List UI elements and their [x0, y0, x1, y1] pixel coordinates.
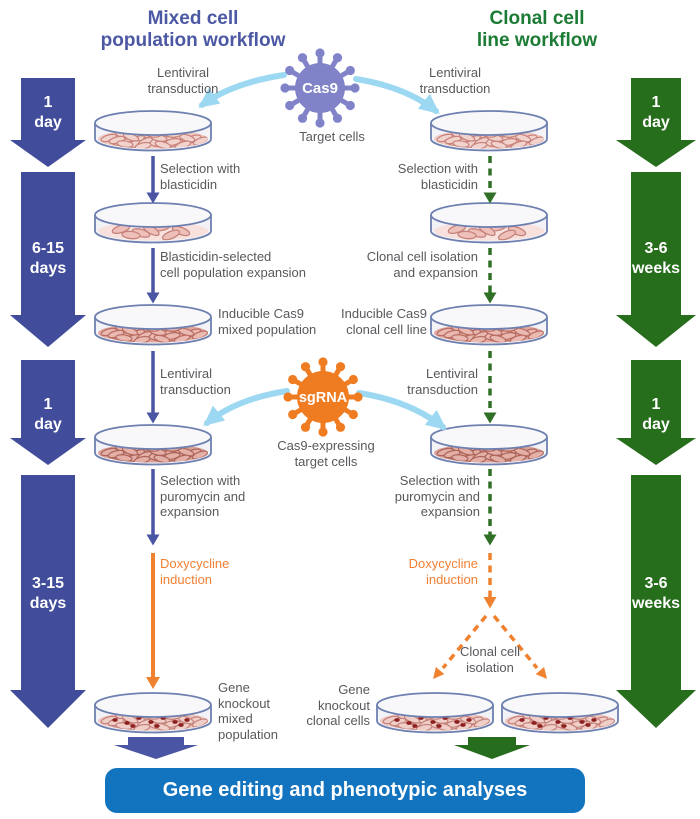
petri-dish-clonal-transduced — [431, 111, 547, 151]
to-banner-arrow-clonal — [454, 737, 530, 759]
doxycycline-arrow-mixed — [146, 553, 160, 689]
doxycycline-arrow-clonal — [483, 553, 497, 609]
cas9-to-mixed-arrow — [198, 72, 287, 108]
petri-dish-mixed-transduced — [95, 111, 211, 151]
petri-dish-mixed-inducible-cas9 — [95, 305, 211, 345]
mixed-knockout-label: Gene knockout mixed population — [218, 680, 278, 742]
timeline-arrow-mixed-2 — [10, 172, 86, 347]
duration-mixed-2: 6-15 days — [29, 240, 67, 277]
duration-clonal-4: 3-6 weeks — [631, 575, 681, 612]
timeline-arrow-clonal-2 — [616, 172, 696, 347]
duration-mixed-3: 1 day — [34, 396, 62, 433]
petri-dish-clonal-selected — [431, 203, 547, 243]
sgrna-to-clonal-arrow — [356, 390, 447, 430]
cas9-virus-label: Cas9 — [302, 80, 338, 97]
timeline-arrow-clonal-1 — [616, 78, 696, 167]
mixed-selection-puromycin-label: Selection with puromycin and expansion — [160, 473, 246, 520]
petri-dish-clonal-sgrna-transduced — [431, 425, 547, 465]
petri-dish-mixed-sgrna-transduced — [95, 425, 211, 465]
mixed-blasticidin-expansion-label: Blasticidin-selected cell population exp… — [160, 249, 306, 280]
clonal-isolation-expansion-label: Clonal cell isolation and expansion — [366, 249, 478, 280]
cas9-virus-icon — [280, 48, 360, 128]
petri-dish-clonal-knockout-1 — [377, 693, 493, 733]
cas9-expressing-caption: Cas9-expressing target cells — [277, 438, 375, 469]
timeline-arrow-mixed-3 — [10, 360, 86, 465]
mixed-lentiviral-1-label: Lentiviral transduction — [147, 65, 219, 96]
clonal-selection-blasticidin-label: Selection with blasticidin — [397, 161, 478, 192]
clonal-lentiviral-1-label: Lentiviral transduction — [419, 65, 491, 96]
timeline-arrow-mixed-4 — [10, 475, 86, 728]
petri-dish-clonal-inducible-cas9 — [431, 305, 547, 345]
mixed-lentiviral-2-label: Lentiviral transduction — [160, 366, 231, 397]
to-banner-arrow-mixed — [114, 737, 198, 759]
flow-arrows-clonal — [483, 156, 497, 546]
timeline-arrow-clonal-3 — [616, 360, 696, 465]
mixed-doxycycline-label: Doxycycline induction — [160, 556, 230, 587]
clonal-isolation-split-arrows — [433, 614, 547, 679]
target-cells-caption: Target cells — [299, 129, 365, 144]
gene-editing-banner: Gene editing and phenotypic analyses — [105, 768, 585, 813]
mixed-workflow-title: Mixed cell population workflow — [100, 8, 286, 52]
mixed-inducible-cas9-label: Inducible Cas9 mixed population — [218, 306, 317, 337]
clonal-isolation-2-label: Clonal cell isolation — [460, 644, 520, 675]
clonal-inducible-cas9-label: Inducible Cas9 clonal cell line — [341, 306, 427, 337]
mixed-selection-blasticidin-label: Selection with blasticidin — [160, 161, 241, 192]
petri-dish-mixed-selected — [95, 203, 211, 243]
clonal-workflow-title: Clonal cell line workflow — [476, 8, 598, 52]
cas9-to-clonal-arrow — [353, 76, 440, 114]
gene-editing-banner-label: Gene editing and phenotypic analyses — [162, 779, 528, 801]
duration-mixed-4: 3-15 days — [29, 575, 67, 612]
clonal-knockout-label: Gene knockout clonal cells — [306, 682, 370, 729]
sgrna-virus-icon — [283, 357, 363, 437]
clonal-lentiviral-2-label: Lentiviral transduction — [407, 366, 478, 397]
clonal-doxycycline-label: Doxycycline induction — [408, 556, 478, 587]
timeline-arrow-mixed-1 — [10, 78, 86, 167]
clonal-selection-puromycin-label: Selection with puromycin and expansion — [394, 473, 480, 520]
timeline-arrow-clonal-4 — [616, 475, 696, 728]
duration-clonal-3: 1 day — [642, 396, 670, 433]
transduction-arrows — [198, 72, 447, 430]
duration-clonal-1: 1 day — [642, 94, 670, 131]
petri-dish-mixed-knockout — [95, 693, 211, 733]
duration-clonal-2: 3-6 weeks — [631, 240, 681, 277]
timeline-arrows-mixed — [10, 78, 86, 728]
timeline-arrows-clonal — [616, 78, 696, 728]
petri-dish-clonal-knockout-2 — [502, 693, 618, 733]
flow-arrows-mixed — [146, 156, 160, 546]
sgrna-to-mixed-arrow — [203, 388, 290, 427]
duration-mixed-1: 1 day — [34, 94, 62, 131]
sgrna-virus-label: sgRNA — [298, 390, 348, 406]
